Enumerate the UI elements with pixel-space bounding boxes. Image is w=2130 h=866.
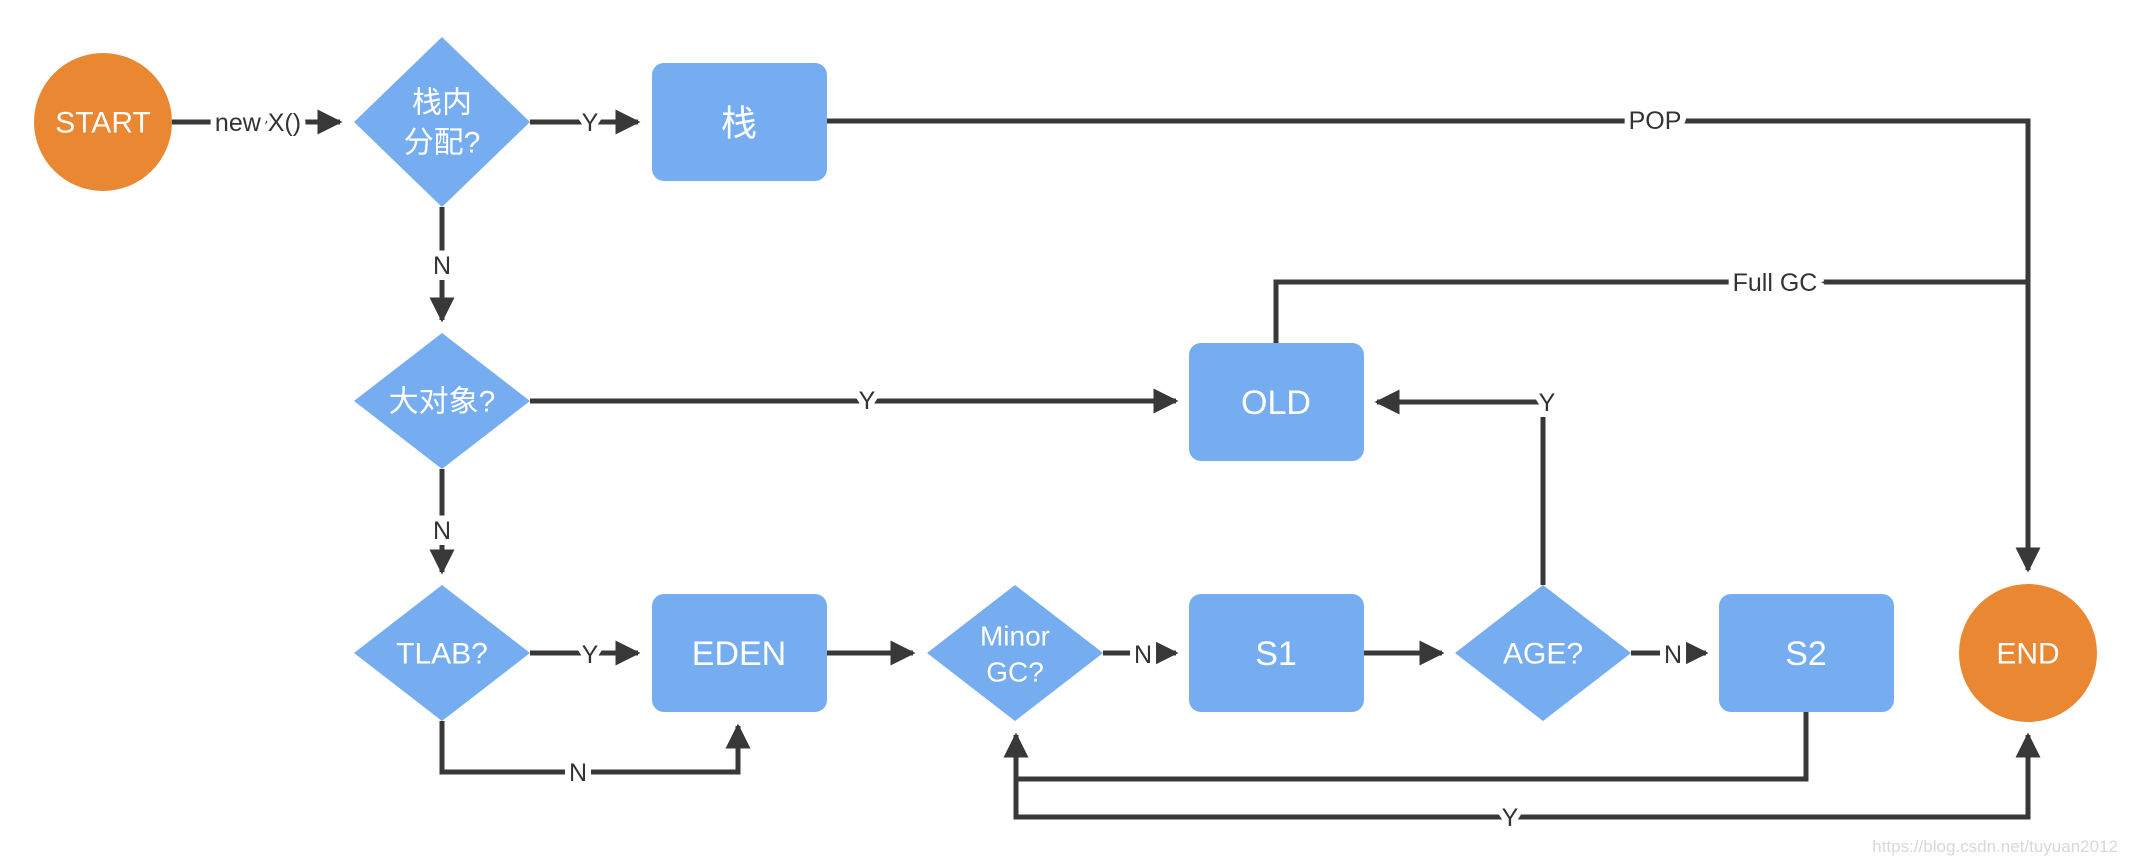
node-stack-alloc-decision: 栈内 分配? [354, 37, 530, 207]
node-end: END [1959, 584, 2097, 722]
edge-label-stack-alloc-no: N [433, 252, 451, 280]
edge-label-stack-alloc-yes: Y [582, 109, 599, 137]
edge-stack-pop-to-end [827, 118, 2041, 573]
edge-label-age-yes: Y [1539, 389, 1556, 417]
edge-label-big-object-no: N [433, 517, 451, 545]
s2-label: S2 [1785, 635, 1827, 673]
tlab-label: TLAB? [396, 638, 488, 671]
stack-alloc-label-line1: 栈内 [412, 87, 472, 120]
big-object-diamond [354, 333, 530, 469]
node-stack: 栈 [652, 63, 827, 181]
old-rect [1189, 343, 1364, 461]
node-eden: EDEN [652, 594, 827, 712]
tlab-diamond [354, 585, 530, 721]
minor-gc-label-line2: GC? [986, 657, 1044, 688]
node-minor-gc-decision: Minor GC? [927, 585, 1103, 721]
node-tlab-decision: TLAB? [354, 585, 530, 721]
edge-s2-loop-to-minor-gc [1003, 712, 1809, 782]
node-big-object-decision: 大对象? [354, 333, 530, 469]
s1-label: S1 [1255, 635, 1297, 673]
eden-rect [652, 594, 827, 712]
stack-alloc-diamond [354, 37, 530, 207]
minor-gc-diamond [927, 585, 1103, 721]
watermark-url: https://blog.csdn.net/tuyuan2012 [1872, 837, 2118, 856]
eden-label: EDEN [692, 635, 786, 673]
minor-gc-label-line1: Minor [980, 621, 1050, 652]
age-diamond [1455, 585, 1631, 721]
edge-label-minor-gc-no: N [1134, 641, 1152, 669]
age-label: AGE? [1503, 638, 1583, 671]
s1-rect [1189, 594, 1364, 712]
edge-label-big-object-yes: Y [859, 387, 876, 415]
edge-label-new-x: new X() [215, 109, 301, 137]
edge-old-full-gc-to-end [1273, 279, 2028, 343]
node-old: OLD [1189, 343, 1364, 461]
big-object-label: 大对象? [389, 386, 496, 419]
node-s1: S1 [1189, 594, 1364, 712]
node-start: START [34, 53, 172, 191]
stack-label: 栈 [721, 103, 757, 144]
edge-age-yes-to-old [1374, 389, 1546, 585]
edge-minor-gc-yes-to-end [1013, 732, 2041, 820]
start-label: START [55, 107, 151, 140]
edge-label-tlab-no: N [569, 759, 587, 787]
stack-rect [652, 63, 827, 181]
node-s2: S2 [1719, 594, 1894, 712]
edge-tlab-no-to-eden [439, 721, 751, 775]
s2-rect [1719, 594, 1894, 712]
old-label: OLD [1241, 384, 1311, 422]
start-circle [34, 53, 172, 191]
edge-label-minor-gc-yes: Y [1502, 804, 1519, 832]
edge-label-tlab-yes: Y [582, 641, 599, 669]
end-circle [1959, 584, 2097, 722]
edge-label-pop: POP [1629, 107, 1682, 135]
edge-label-full-gc: Full GC [1733, 269, 1818, 297]
end-label: END [1996, 638, 2059, 671]
edge-label-age-no: N [1664, 641, 1682, 669]
node-age-decision: AGE? [1455, 585, 1631, 721]
stack-alloc-label-line2: 分配? [404, 127, 481, 160]
